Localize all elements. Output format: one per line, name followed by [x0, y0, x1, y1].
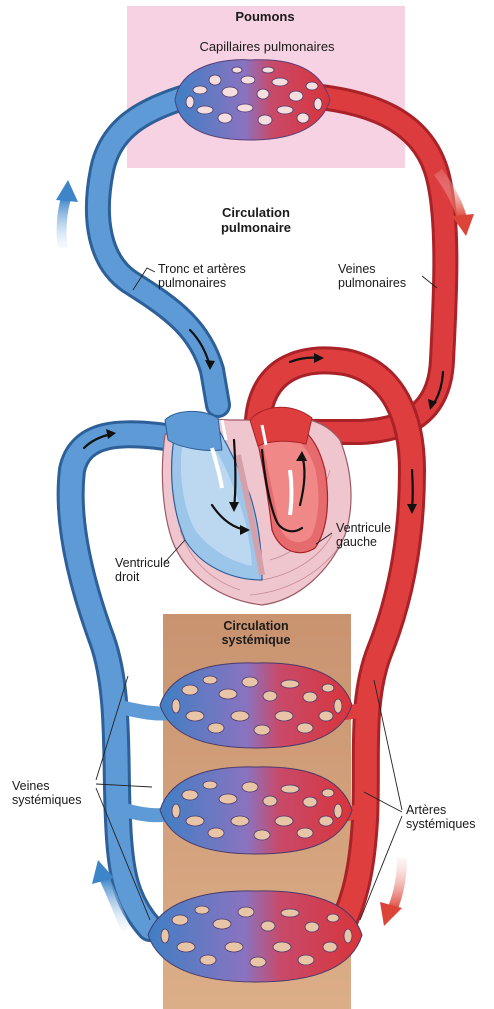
systemic-arteries-label: Artères systémiques — [406, 803, 492, 831]
flow-arrow-down-right-bottom — [380, 858, 402, 926]
lungs-title: Poumons — [210, 10, 320, 25]
pulmonary-trunk-label: Tronc et artères pulmonaires — [158, 262, 288, 290]
pulmonary-circulation-label: Circulation pulmonaire — [196, 206, 316, 235]
pulmonary-capillary-bed — [175, 60, 330, 140]
systemic-capillary-bed-3 — [148, 891, 362, 982]
systemic-circulation-label: Circulation systémique — [196, 619, 316, 647]
right-ventricle-label: Ventricule droit — [115, 556, 195, 584]
pulmonary-veins-label: Veines pulmonaires — [338, 262, 438, 290]
systemic-capillary-bed-2 — [160, 767, 352, 854]
flow-arrow-up-left-top — [56, 180, 78, 248]
systemic-veins-label: Veines systémiques — [12, 779, 102, 807]
systemic-capillary-bed-1 — [160, 663, 352, 748]
pulmonary-capillaries-label: Capillaires pulmonaires — [172, 40, 362, 55]
left-ventricle-label: Ventricule gauche — [336, 521, 426, 549]
